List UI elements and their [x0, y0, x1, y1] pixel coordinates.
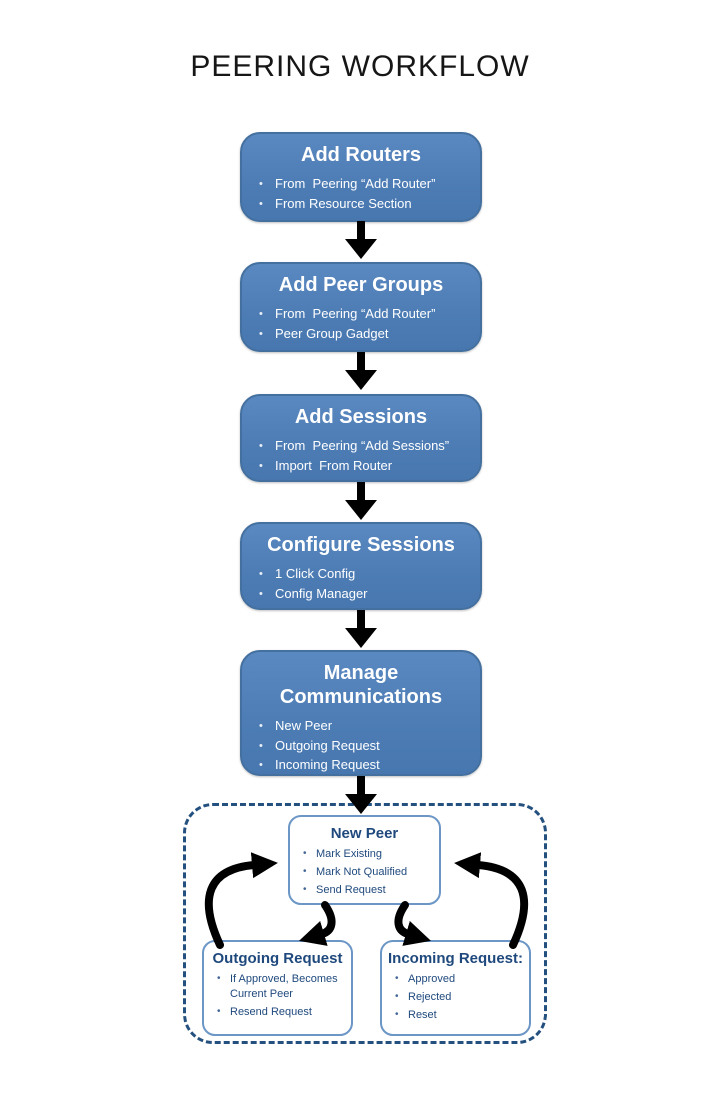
step-bullet-list: From Peering “Add Router” From Resource … [242, 174, 480, 214]
bullet-item: Incoming Request [259, 755, 472, 775]
step-configure-sessions: Configure Sessions 1 Click Config Config… [240, 522, 482, 610]
bullet-item: Approved [393, 972, 524, 987]
page-title: PEERING WORKFLOW [190, 50, 530, 83]
incoming-request-box: Incoming Request: Approved Rejected Rese… [380, 940, 531, 1036]
step-bullet-list: New Peer Outgoing Request Incoming Reque… [242, 716, 480, 775]
bullet-item: Reset [393, 1008, 524, 1023]
step-title: Configure Sessions [267, 534, 455, 556]
bullet-item: If Approved, Becomes Current Peer [215, 972, 346, 1001]
communications-cycle-container: New Peer Mark Existing Mark Not Qualifie… [183, 803, 547, 1044]
outgoing-request-box: Outgoing Request If Approved, Becomes Cu… [202, 940, 353, 1036]
bullet-item: From Resource Section [259, 194, 472, 213]
step-manage-communications: Manage Communications New Peer Outgoing … [240, 650, 482, 776]
down-arrow-icon [345, 776, 377, 814]
bullet-item: From Peering “Add Router” [259, 304, 472, 324]
bullet-item: Outgoing Request [259, 736, 472, 755]
arrow-newpeer-to-outgoing [299, 901, 336, 946]
bullet-item: Peer Group Gadget [259, 324, 472, 343]
arrow-incoming-to-newpeer [454, 852, 529, 949]
bullet-item: Config Manager [259, 584, 472, 603]
bullet-item: New Peer [259, 716, 472, 736]
arrow-newpeer-to-incoming [394, 901, 431, 946]
bullet-item: 1 Click Config [259, 564, 472, 584]
down-arrow-icon [345, 221, 377, 259]
step-add-routers: Add Routers From Peering “Add Router” Fr… [240, 132, 482, 222]
cycle-box-title: Outgoing Request [212, 950, 343, 967]
down-arrow-icon [345, 610, 377, 648]
bullet-item: Rejected [393, 990, 524, 1005]
step-add-peer-groups: Add Peer Groups From Peering “Add Router… [240, 262, 482, 352]
cycle-bullet-list: Mark Existing Mark Not Qualified Send Re… [290, 847, 439, 898]
step-add-sessions: Add Sessions From Peering “Add Sessions”… [240, 394, 482, 482]
cycle-box-title: Incoming Request: [387, 950, 523, 967]
down-arrow-icon [345, 482, 377, 520]
bullet-item: Import From Router [259, 456, 472, 475]
step-title: Add Peer Groups [278, 274, 444, 296]
cycle-box-title: New Peer [330, 825, 399, 842]
cycle-bullet-list: If Approved, Becomes Current Peer Resend… [204, 972, 351, 1019]
bullet-item: Send Request [301, 883, 434, 898]
bullet-item: Resend Request [215, 1005, 346, 1020]
step-bullet-list: From Peering “Add Router” Peer Group Gad… [242, 304, 480, 344]
step-title: Add Sessions [294, 406, 428, 428]
bullet-item: Mark Not Qualified [301, 865, 434, 880]
bullet-item: From Peering “Add Sessions” [259, 436, 472, 456]
new-peer-box: New Peer Mark Existing Mark Not Qualifie… [288, 815, 441, 905]
bullet-item: Mark Existing [301, 847, 434, 862]
down-arrow-icon [345, 352, 377, 390]
step-title: Manage Communications [279, 662, 443, 708]
step-title: Add Routers [301, 144, 421, 166]
step-bullet-list: 1 Click Config Config Manager [242, 564, 480, 604]
arrow-outgoing-to-newpeer [204, 852, 278, 949]
step-bullet-list: From Peering “Add Sessions” Import From … [242, 436, 480, 476]
cycle-bullet-list: Approved Rejected Reset [382, 972, 529, 1023]
bullet-item: From Peering “Add Router” [259, 174, 472, 194]
